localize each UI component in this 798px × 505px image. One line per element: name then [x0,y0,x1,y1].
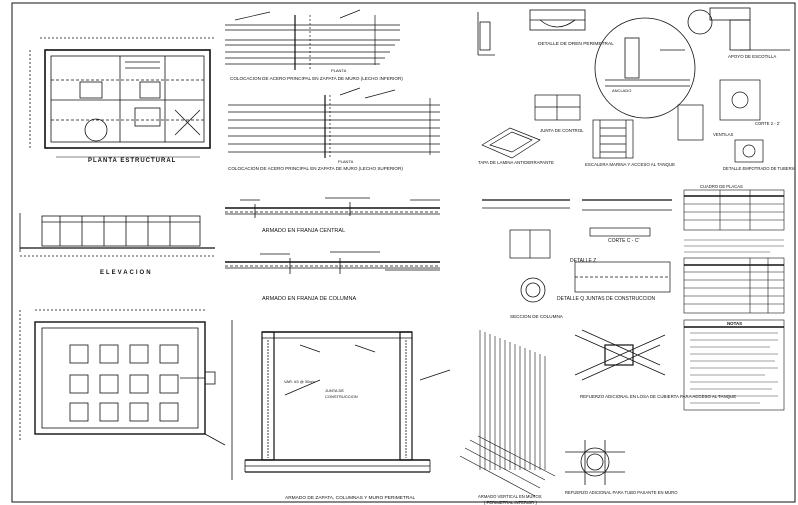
detalle-circular-drawing [594,17,696,119]
seccion-columna-title: SECCION DE COLUMNA [510,314,564,319]
detalle-z-title: DETALLE Z [570,258,596,264]
armado-zapata-title: ARMADO DE ZAPATA, COLUMNAS Y MURO PERIME… [285,495,415,501]
elevacion-title: ELEVACION [100,270,153,276]
planta-label-2: PLANTA [338,159,354,164]
acero-zapata-superior-drawing [228,87,440,158]
refuerzo-losa-title: REFUERZO ADICIONAL EN LOSA DE CUBIERTA P… [580,394,736,399]
corte-vent-title: CORTE 2 - 2' [755,121,780,126]
refuerzo-tubo-title: REFUERZO ADICIONAL PARA TUBO PASANTE EN … [565,490,678,495]
notas-title: NOTAS [727,321,742,326]
ventilas-title: VENTILAS [713,132,733,137]
armado-franja-columna-title: ARMADO EN FRANJA DE COLUMNA [262,296,356,302]
cuadro-placas-title: CUADRO DE PLACAS [700,184,743,189]
junta-control-title: JUNTA DE CONTROL [540,128,584,133]
armado-vertical-muros-drawing [459,330,556,497]
construccion-label: CONSTRUCCION [325,394,358,399]
perimetral-interior-label: ( PERIMETRAL INTERIOR ) [484,500,537,505]
juntas-construccion-title: DETALLE Q JUNTAS DE CONSTRUCCION [557,296,656,302]
armado-franja-columna-drawing [225,251,440,274]
detalle-tuberia-title: DETALLE EMPOTRADO DE TUBERIA [723,166,796,171]
armado-zapata-muro-drawing [231,320,451,480]
acero-inferior-title: COLOCACION DE ACERO PRINCIPAL EN ZAPATA … [230,76,403,81]
cuadro-placas-table [683,189,785,231]
escalera-marina-title: ESCALERA MARINA Y ACCESO AL TANQUE [585,162,675,167]
corte-c-title: CORTE C - C' [608,238,639,244]
planta-estructural-drawing [29,37,215,149]
var-label-1: VAR. #3 @ 30cm [284,379,315,384]
refuerzo-losa-drawing [574,329,666,381]
refuerzo-tubo-drawing [565,440,625,485]
detalle-z-drawing [482,199,672,293]
escalera-marina-drawing [592,119,634,159]
notas-block [683,319,785,411]
armado-franja-central-title: ARMADO EN FRANJA CENTRAL [262,228,345,234]
junta-control-drawing [534,94,581,121]
seccion-columna-drawing [520,277,546,303]
planta-estructural-title: PLANTA ESTRUCTURAL [88,158,176,164]
detalle-dren-title: DETALLE DE DREN PERIMETRAL [538,41,614,47]
junta-label: JUNTA DE [325,388,344,393]
armado-franja-central-drawing [225,197,440,218]
anclado-label: ANCLADO [612,88,631,93]
tapa-lamina-drawing [481,127,541,159]
apoyo-escotilla-title: APOYO DE ESCOTILLA [728,54,776,59]
tapa-lamina-title: TAPA DE LAMINA ANTIDERRAPANTE [478,160,554,165]
plan-losa-drawing [19,309,226,446]
apoyo-escotilla-drawing [687,7,790,51]
cantidades-table [683,257,785,314]
acero-superior-title: COLOCACION DE ACERO PRINCIPAL EN ZAPATA … [228,166,403,171]
elevacion-drawing [19,213,215,257]
acero-zapata-inferior-drawing [225,9,400,70]
planta-label-1: PLANTA [331,68,347,73]
ventilas-drawing [677,79,761,141]
detalle-dren-drawing [477,9,586,56]
armado-vertical-title: ARMADO VERTICAL EN MUROS [478,494,542,499]
